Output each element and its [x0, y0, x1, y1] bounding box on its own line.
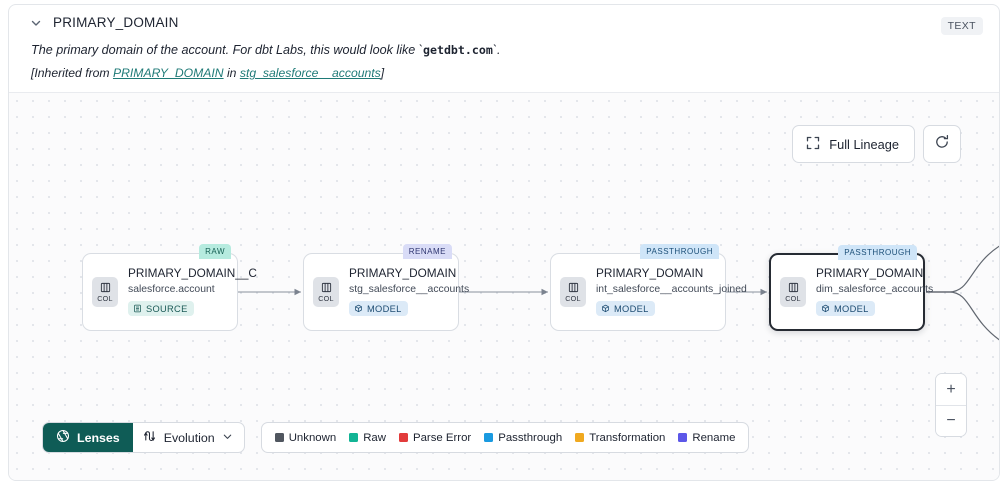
- node-kind-label: MODEL: [614, 303, 649, 314]
- node-kind-badge: SOURCE: [128, 301, 194, 316]
- description-code: getdbt.com: [423, 43, 493, 57]
- column-header: PRIMARY_DOMAIN TEXT The primary domain o…: [9, 5, 999, 91]
- legend-swatch-parse-error: [398, 433, 408, 442]
- node-subtitle: salesforce.account: [128, 284, 215, 295]
- node-title: PRIMARY_DOMAIN: [349, 266, 457, 280]
- description-text-pre: The primary domain of the account. For d…: [31, 43, 423, 57]
- type-badge: TEXT: [940, 17, 983, 35]
- lineage-node[interactable]: PASSTHROUGH COL PRIMARY_DOMAIN int_sales…: [550, 244, 747, 331]
- legend-label: Raw: [363, 431, 386, 444]
- refresh-button[interactable]: [923, 125, 961, 163]
- legend-label: Passthrough: [498, 431, 563, 444]
- node-kind-badge: MODEL: [596, 301, 655, 316]
- legend-swatch-rename: [678, 433, 688, 442]
- canvas-top-controls: Full Lineage: [792, 125, 961, 163]
- node-tag: RENAME: [402, 244, 452, 259]
- node-subtitle: int_salesforce__accounts_joined: [596, 284, 747, 295]
- full-lineage-label: Full Lineage: [829, 136, 899, 152]
- flow-arrow-icon: [143, 429, 157, 446]
- node-tag: RAW: [199, 244, 231, 259]
- aperture-icon: [56, 429, 70, 446]
- legend-swatch-raw: [349, 433, 359, 442]
- columns-icon: COL: [780, 277, 806, 307]
- columns-icon: COL: [313, 277, 339, 307]
- inherited-column-link[interactable]: PRIMARY_DOMAIN: [112, 66, 224, 81]
- legend-item: Passthrough: [484, 432, 562, 444]
- columns-icon: COL: [560, 277, 586, 307]
- expand-icon: [806, 136, 820, 153]
- node-tag: PASSTHROUGH: [838, 245, 917, 260]
- legend-swatch-passthrough: [484, 433, 494, 442]
- refresh-icon: [934, 134, 950, 155]
- inherited-from-note: [Inherited from PRIMARY_DOMAIN in stg_sa…: [31, 66, 983, 80]
- lineage-node[interactable]: RAW COL PRIMARY_DOMAIN__C salesforce.acc…: [82, 244, 257, 331]
- legend-label: Parse Error: [412, 431, 472, 444]
- legend-item: Raw: [349, 432, 386, 444]
- lineage-node-selected[interactable]: PASSTHROUGH COL PRIMARY_DOMAIN dim_sales…: [769, 245, 933, 331]
- inherited-prefix: [Inherited from: [31, 66, 113, 81]
- node-kind-badge: MODEL: [349, 301, 408, 316]
- column-description: The primary domain of the account. For d…: [31, 41, 983, 59]
- inherited-model-link[interactable]: stg_salesforce__accounts: [239, 66, 381, 81]
- chevron-down-icon[interactable]: [29, 16, 43, 30]
- node-tag: PASSTHROUGH: [640, 244, 719, 259]
- lenses-segmented-control: Lenses Evolution: [42, 422, 245, 453]
- legend-item: Transformation: [575, 432, 665, 444]
- legend-label: Transformation: [589, 431, 666, 444]
- legend-swatch-unknown: [274, 433, 284, 442]
- full-lineage-button[interactable]: Full Lineage: [792, 125, 915, 163]
- legend-item: Unknown: [274, 431, 337, 444]
- node-kind-badge: MODEL: [816, 301, 875, 316]
- node-subtitle: stg_salesforce__accounts: [349, 284, 470, 295]
- lineage-canvas[interactable]: RAW COL PRIMARY_DOMAIN__C salesforce.acc…: [9, 92, 999, 480]
- evolution-label: Evolution: [163, 430, 215, 445]
- page-title: PRIMARY_DOMAIN: [53, 15, 179, 30]
- col-chip-label: COL: [97, 293, 113, 303]
- inherited-mid: in: [223, 66, 240, 81]
- evolution-dropdown[interactable]: Evolution: [133, 423, 244, 452]
- node-kind-label: SOURCE: [146, 303, 188, 314]
- col-chip-label: COL: [318, 293, 334, 303]
- zoom-in-button[interactable]: +: [936, 374, 966, 405]
- node-subtitle: dim_salesforce_accounts: [816, 284, 934, 295]
- edge-type-legend: Unknown Raw Parse Error Passthrough Tran…: [260, 422, 750, 453]
- inherited-suffix: ]: [380, 66, 385, 81]
- lenses-button[interactable]: Lenses: [43, 423, 133, 452]
- columns-icon: COL: [92, 277, 118, 307]
- legend-swatch-transformation: [575, 433, 585, 442]
- legend-item: Parse Error: [398, 431, 472, 444]
- lenses-label: Lenses: [77, 430, 120, 445]
- legend-item: Rename: [678, 432, 735, 444]
- col-chip-label: COL: [565, 293, 581, 303]
- description-text-post: `.: [492, 43, 501, 57]
- legend-label: Rename: [692, 431, 736, 444]
- col-chip-label: COL: [785, 293, 801, 303]
- node-title: PRIMARY_DOMAIN: [596, 266, 704, 280]
- node-kind-label: MODEL: [834, 303, 869, 314]
- zoom-out-button[interactable]: −: [936, 405, 966, 436]
- chevron-down-icon: [222, 431, 233, 445]
- node-title: PRIMARY_DOMAIN__C: [128, 266, 257, 280]
- canvas-bottom-toolbar: Lenses Evolution: [42, 422, 750, 453]
- column-lineage-card: PRIMARY_DOMAIN TEXT The primary domain o…: [8, 4, 1000, 481]
- legend-label: Unknown: [288, 431, 337, 444]
- lineage-node[interactable]: RENAME COL PRIMARY_DOMAIN stg_salesforce…: [303, 244, 469, 331]
- node-kind-label: MODEL: [367, 303, 402, 314]
- zoom-controls: + −: [935, 373, 967, 437]
- node-title: PRIMARY_DOMAIN: [816, 266, 924, 280]
